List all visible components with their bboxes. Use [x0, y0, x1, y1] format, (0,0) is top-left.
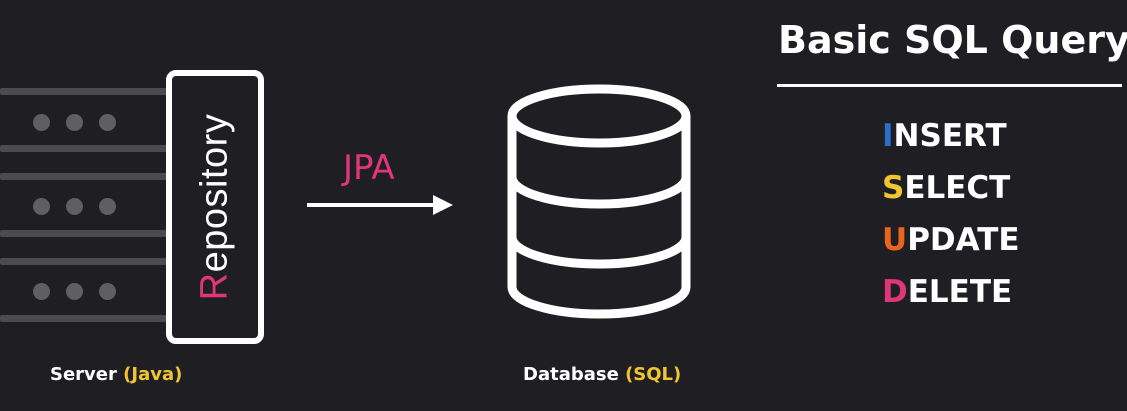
database-caption: Database (SQL): [523, 364, 681, 385]
database-caption-lang: (SQL): [625, 364, 682, 385]
rack-divider: [0, 258, 175, 265]
sql-query-initial: U: [882, 222, 908, 258]
sql-query-rest: PDATE: [907, 222, 1020, 258]
sql-query-initial: I: [882, 118, 894, 154]
sql-query-rest: ELECT: [904, 170, 1011, 206]
rack-led-icon: [99, 114, 116, 131]
rack-led-icon: [66, 198, 83, 215]
sql-query-initial: D: [882, 274, 908, 310]
sql-query-insert: INSERT: [882, 118, 1020, 170]
rack-led-icon: [99, 283, 116, 300]
sql-query-select: SELECT: [882, 170, 1020, 222]
repository-label: Repository: [194, 114, 237, 301]
rack-led-icon: [99, 198, 116, 215]
server-rack-icon: [0, 70, 175, 322]
rack-led-icon: [66, 114, 83, 131]
rack-divider: [0, 315, 175, 322]
rack-led-icon: [33, 114, 50, 131]
database-caption-text: Database: [523, 364, 626, 385]
sql-query-update: UPDATE: [882, 222, 1020, 274]
sql-query-rest: ELETE: [907, 274, 1013, 310]
database-icon: [507, 84, 691, 319]
rack-led-icon: [33, 283, 50, 300]
server-caption-text: Server: [50, 364, 124, 385]
rack-led-icon: [66, 283, 83, 300]
rack-divider: [0, 230, 175, 237]
rack-divider: [0, 88, 175, 95]
sql-query-rest: NSERT: [893, 118, 1007, 154]
server-caption: Server (Java): [50, 364, 182, 385]
rack-divider: [0, 173, 175, 180]
sql-query-initial: S: [882, 170, 905, 206]
sql-query-list: INSERT SELECT UPDATE DELETE: [882, 118, 1020, 326]
jpa-label: JPA: [343, 148, 395, 188]
sql-query-delete: DELETE: [882, 274, 1020, 326]
repository-box: Repository: [166, 70, 264, 344]
title-divider: [777, 84, 1122, 87]
right-arrow-icon: [307, 195, 453, 215]
panel-title: Basic SQL Query: [778, 18, 1127, 62]
rack-divider: [0, 145, 175, 152]
rack-led-icon: [33, 198, 50, 215]
repository-first-letter: R: [193, 272, 236, 301]
server-caption-lang: (Java): [123, 364, 183, 385]
repository-rest: epository: [193, 113, 236, 273]
